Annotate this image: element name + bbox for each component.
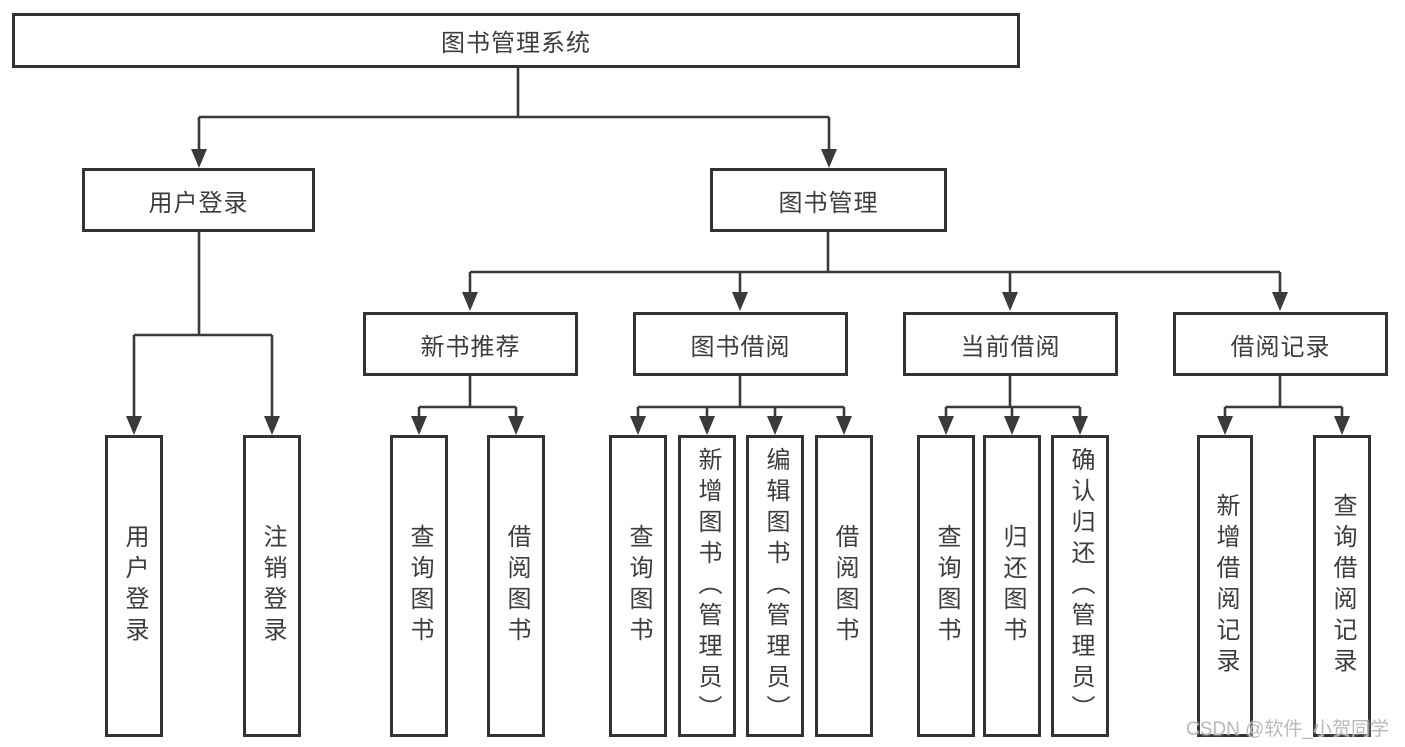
node-user-login-label: 用户登录: [148, 189, 249, 217]
leaf-borrow-book-2-label: 借阅图书: [831, 524, 858, 648]
node-root-label: 图书管理系统: [441, 30, 591, 57]
arrowhead: [508, 416, 524, 435]
leaf-confirm-return-admin-label: 确认归还（管理员）: [1067, 446, 1094, 726]
leaf-edit-book-admin-label: 编辑图书（管理员）: [762, 446, 789, 726]
arrowhead: [191, 149, 207, 168]
node-new-book-recommend-label: 新书推荐: [420, 333, 521, 361]
arrowhead: [821, 149, 837, 168]
leaf-user-login: 用户登录: [105, 435, 163, 737]
arrowhead: [1002, 292, 1018, 311]
leaf-add-borrow-record: 新增借阅记录: [1197, 435, 1253, 737]
arrowhead: [1334, 416, 1350, 435]
leaf-query-book-3-label: 查询图书: [933, 524, 960, 648]
node-current-borrowing-label: 当前借阅: [960, 333, 1061, 361]
leaf-query-book-1-label: 查询图书: [406, 524, 433, 648]
node-current-borrowing: 当前借阅: [903, 312, 1118, 376]
arrowhead: [1272, 292, 1288, 311]
leaf-query-book-2: 查询图书: [609, 435, 667, 737]
leaf-logout-label: 注销登录: [259, 524, 286, 648]
arrowhead: [264, 416, 280, 435]
leaf-user-login-label: 用户登录: [121, 524, 148, 648]
leaf-query-book-2-label: 查询图书: [625, 524, 652, 648]
leaf-add-book-admin-label: 新增图书（管理员）: [694, 446, 721, 726]
arrowhead: [767, 416, 783, 435]
node-new-book-recommend: 新书推荐: [363, 312, 578, 376]
leaf-edit-book-admin: 编辑图书（管理员）: [746, 435, 804, 737]
arrowhead: [630, 416, 646, 435]
leaf-query-borrow-record-label: 查询借阅记录: [1329, 493, 1356, 679]
leaf-borrow-book-1: 借阅图书: [487, 435, 545, 737]
leaf-query-book-1: 查询图书: [390, 435, 448, 737]
arrowhead: [732, 292, 748, 311]
leaf-add-book-admin: 新增图书（管理员）: [678, 435, 736, 737]
leaf-borrow-book-1-label: 借阅图书: [503, 524, 530, 648]
watermark: CSDN @软件_小贺同学: [1186, 719, 1389, 740]
node-book-management-label: 图书管理: [778, 189, 879, 217]
arrowhead: [1217, 416, 1233, 435]
leaf-return-book-label: 归还图书: [999, 524, 1026, 648]
arrowhead: [938, 416, 954, 435]
node-user-login: 用户登录: [82, 168, 315, 232]
node-book-management: 图书管理: [710, 168, 947, 232]
leaf-return-book: 归还图书: [983, 435, 1041, 737]
leaf-add-borrow-record-label: 新增借阅记录: [1212, 493, 1239, 679]
node-book-borrowing-label: 图书借阅: [690, 333, 791, 361]
leaf-borrow-book-2: 借阅图书: [815, 435, 873, 737]
arrowhead: [462, 292, 478, 311]
node-borrowing-records: 借阅记录: [1173, 312, 1388, 376]
leaf-query-borrow-record: 查询借阅记录: [1313, 435, 1371, 737]
arrowhead: [126, 416, 142, 435]
node-borrowing-records-label: 借阅记录: [1230, 333, 1331, 361]
node-root: 图书管理系统: [12, 13, 1020, 68]
arrowhead: [411, 416, 427, 435]
leaf-confirm-return-admin: 确认归还（管理员）: [1051, 435, 1109, 737]
leaf-logout: 注销登录: [243, 435, 301, 737]
arrowhead: [836, 416, 852, 435]
arrowhead: [1004, 416, 1020, 435]
arrowhead: [1072, 416, 1088, 435]
node-book-borrowing: 图书借阅: [633, 312, 848, 376]
arrowhead: [699, 416, 715, 435]
leaf-query-book-3: 查询图书: [917, 435, 975, 737]
